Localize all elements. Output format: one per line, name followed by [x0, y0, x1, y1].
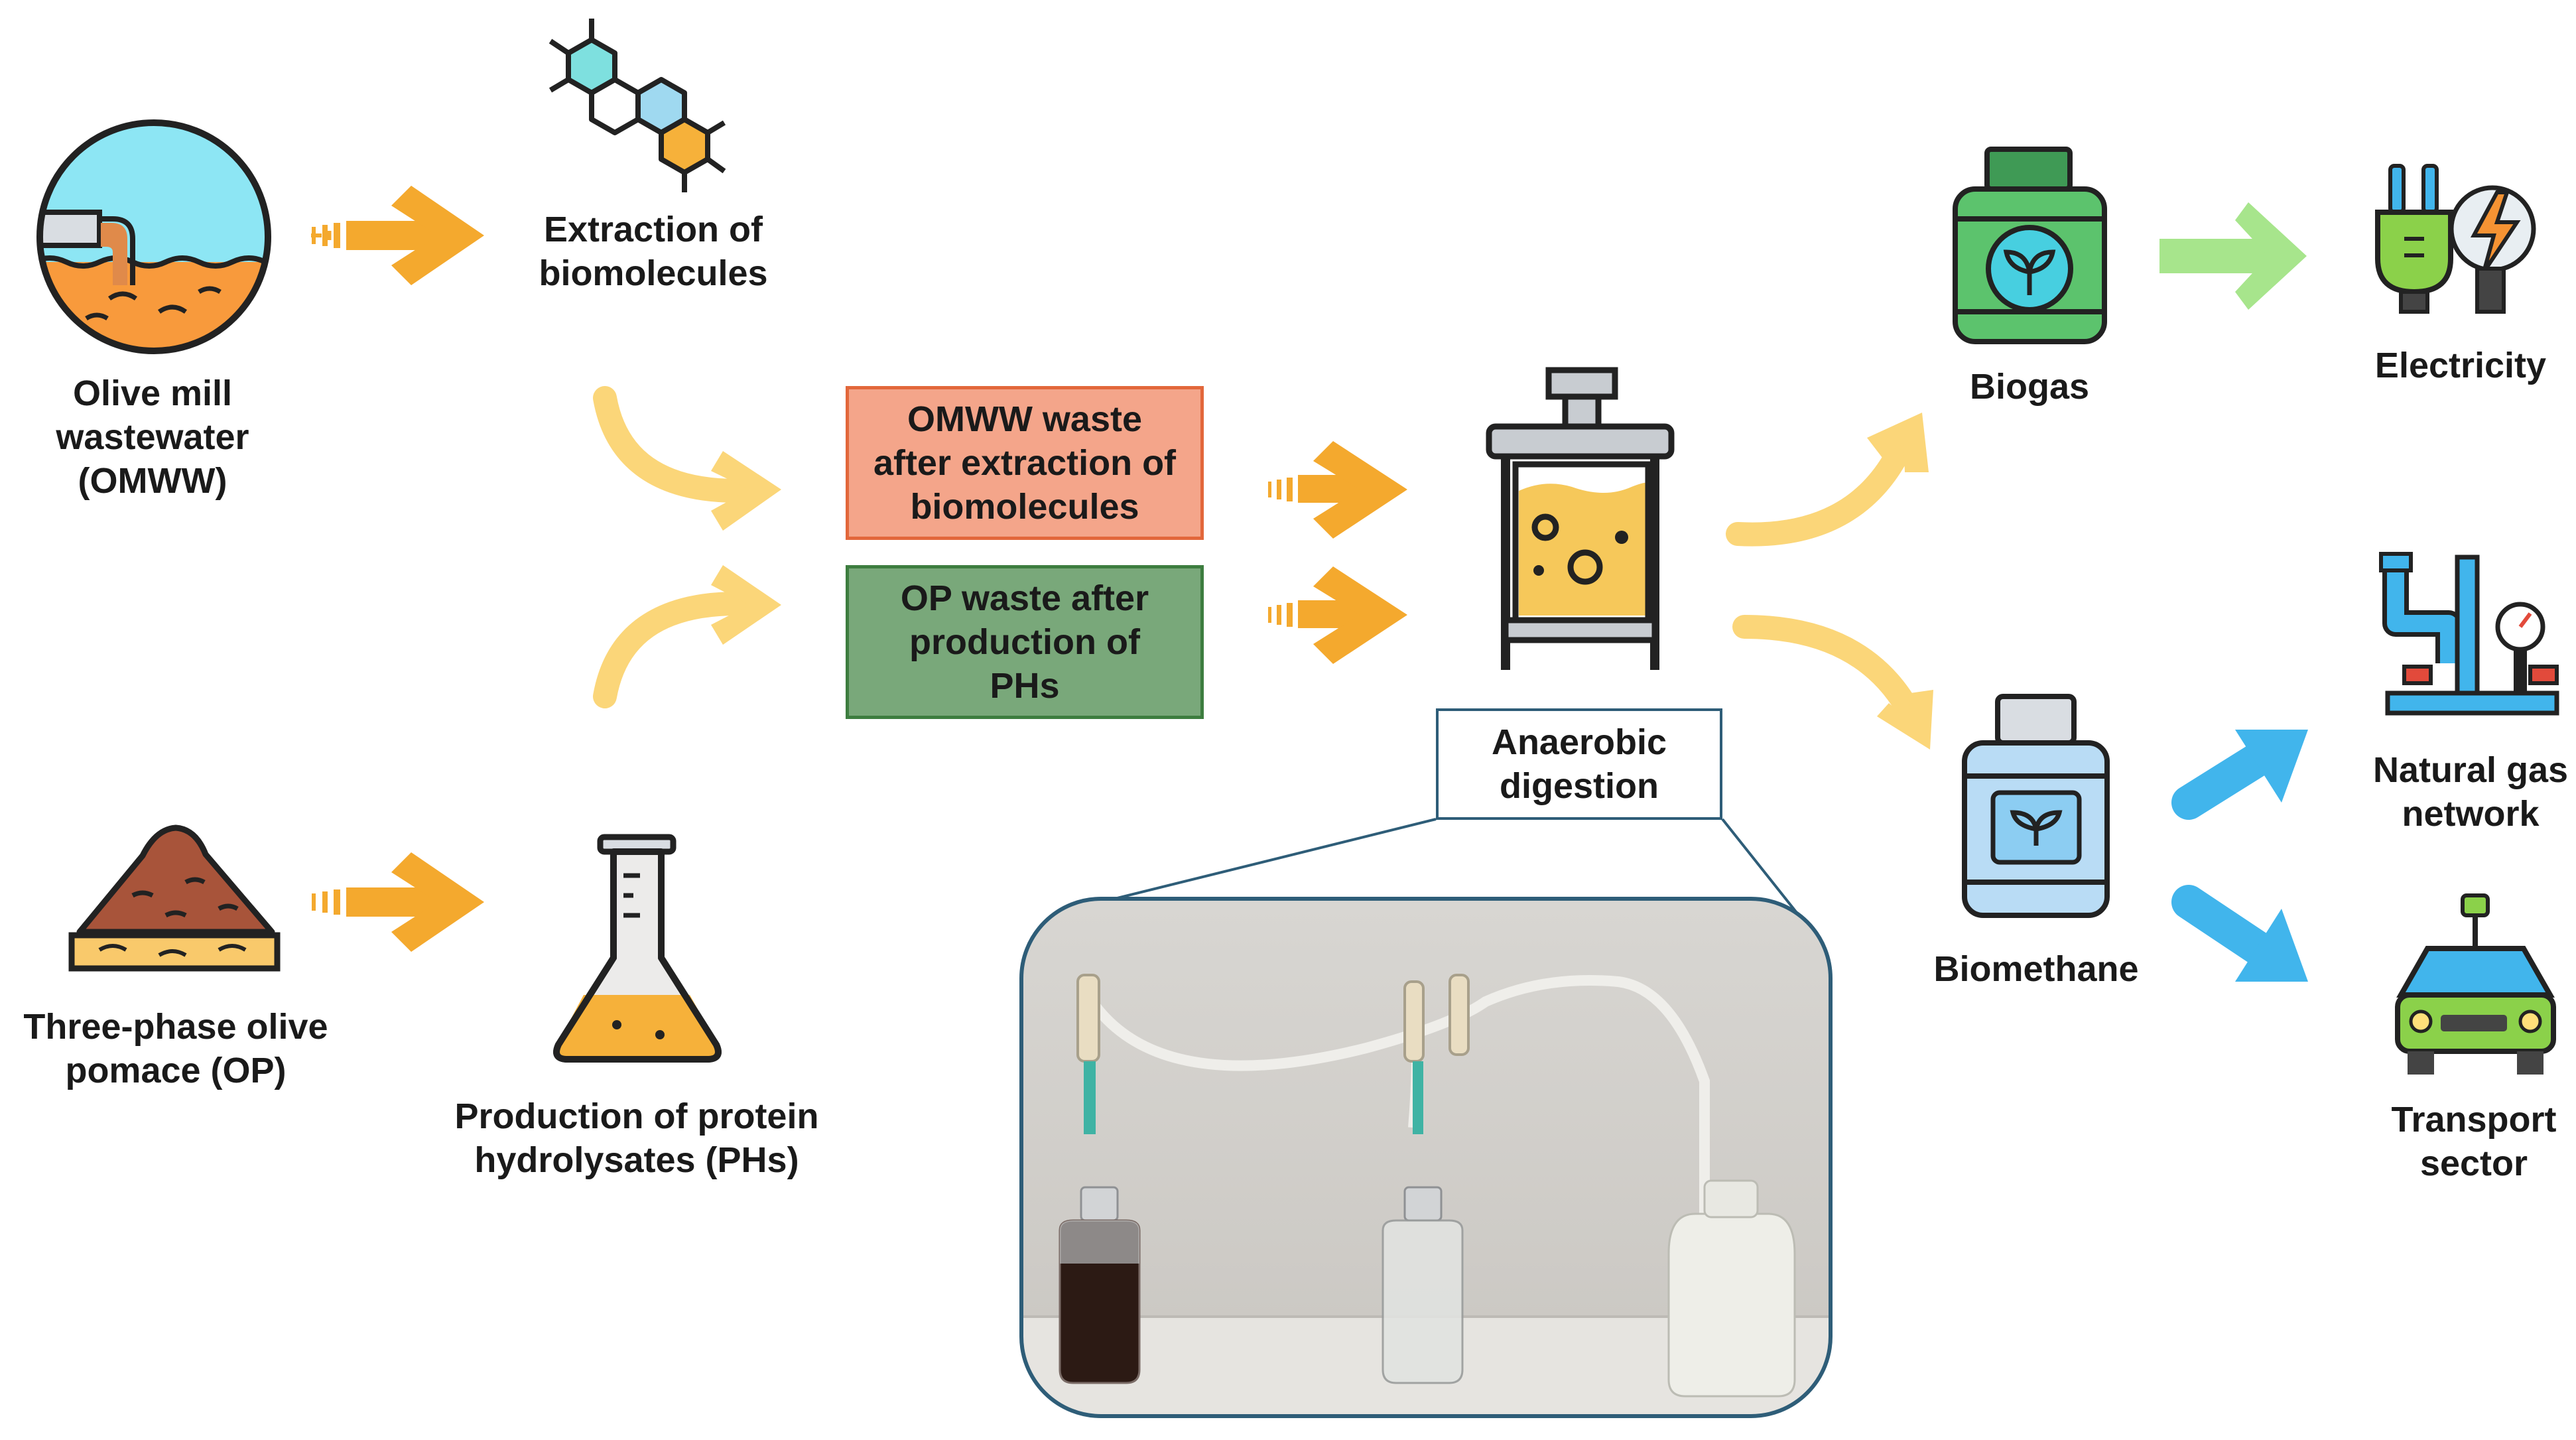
op-waste-label: OP waste after production of PHs: [900, 578, 1149, 706]
arrow-biomethane-to-transport: [2171, 885, 2308, 982]
anaerobic-digestion-label: Anaerobic digestion: [1491, 722, 1667, 806]
biomethane-label: Biomethane: [1933, 949, 2139, 989]
gas-tank-leaf-icon: [1962, 694, 2110, 918]
wastewater-pipe-icon: [36, 119, 271, 354]
omww-waste-label: OMWW waste after extraction of biomolecu…: [873, 399, 1177, 527]
anaerobic-digestion-box: Anaerobic digestion: [1436, 708, 1722, 820]
molecule-icon: [548, 19, 726, 192]
arrow-omww-to-extraction: [311, 186, 484, 285]
transport-label: Transport sector: [2391, 1100, 2557, 1183]
lab-photo: [1021, 899, 1831, 1416]
curved-arrow-to-biomethane: [1732, 615, 1933, 750]
olive-pomace-pile-icon: [68, 824, 281, 972]
callout-line-left: [1087, 818, 1437, 907]
arrow-op-waste-to-digestion: [1268, 566, 1407, 664]
curved-arrow-to-omww-waste: [593, 386, 781, 531]
gas-cylinder-leaf-icon: [1953, 147, 2107, 344]
extraction-label: Extraction of biomolecules: [539, 210, 768, 293]
biogas-label: Biogas: [1969, 367, 2090, 407]
protein-label: Production of protein hydrolysates (PHs): [454, 1096, 819, 1180]
curved-arrow-to-biogas: [1726, 413, 1929, 547]
arrow-biomethane-to-gas-network: [2171, 730, 2308, 820]
plug-lightning-icon: [2375, 164, 2536, 314]
flask-icon: [553, 834, 722, 1063]
pipeline-valve-icon: [2379, 552, 2559, 716]
electricity-label: Electricity: [2374, 346, 2547, 385]
electric-car-icon: [2395, 893, 2556, 1075]
curved-arrow-to-op-waste: [593, 565, 781, 708]
arrow-omww-waste-to-digestion: [1268, 441, 1407, 539]
lab-photo-frame: [1019, 897, 1833, 1418]
omww-waste-box: OMWW waste after extraction of biomolecu…: [846, 386, 1204, 540]
op-waste-box: OP waste after production of PHs: [846, 565, 1204, 719]
arrow-op-to-protein: [312, 852, 484, 952]
bioreactor-icon: [1486, 367, 1675, 670]
omww-label: Olive mill wastewater (OMWW): [56, 373, 249, 501]
op-label: Three-phase olive pomace (OP): [23, 1007, 328, 1090]
natural-gas-label: Natural gas network: [2372, 750, 2569, 834]
arrow-biogas-to-electricity: [2159, 202, 2307, 310]
